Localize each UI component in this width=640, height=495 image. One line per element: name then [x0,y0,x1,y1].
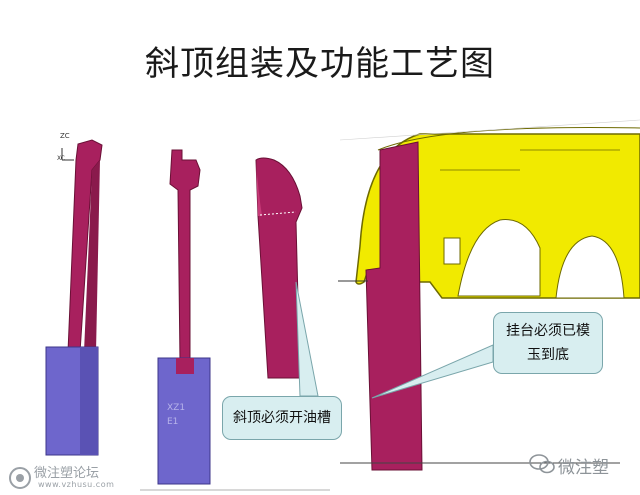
mold-assembly [338,119,640,471]
callout-hanging-step-line2: 玉到底 [527,347,569,363]
callout-hanging-step-line1: 挂台必须已模 [506,323,590,339]
long-lifter [365,141,423,471]
lifter-part-vertical: XZ1 E1 [157,149,211,485]
axis-indicator: ZC XC [57,132,74,162]
axis-label-side: XC [57,155,65,162]
callout-oil-groove-text: 斜顶必须开油槽 [233,410,331,426]
watermark-wechat: 微注塑 [528,450,636,478]
wechat-logo-icon [529,454,555,474]
lifter-part-head [255,157,303,379]
callout-oil-groove: 斜顶必须开油槽 [222,396,342,440]
guide-block-middle [157,357,211,485]
part-mark-xz1: XZ1 [167,403,185,413]
part-mark-e1: E1 [167,417,178,427]
forum-logo-icon [9,467,31,489]
watermark-wechat-text: 微注塑 [558,458,609,478]
axis-label-top: ZC [60,132,70,140]
page-title: 斜顶组装及功能工艺图 [145,44,495,84]
watermark-forum-url: www.vzhusu.com [38,480,115,489]
lifter-part-angled [45,139,103,456]
callout-pointer-left [295,281,319,397]
callout-hanging-step: 挂台必须已模 玉到底 [493,312,603,374]
watermark-forum: 微注塑论坛 www.vzhusu.com [8,462,138,494]
watermark-forum-title: 微注塑论坛 [34,466,100,481]
